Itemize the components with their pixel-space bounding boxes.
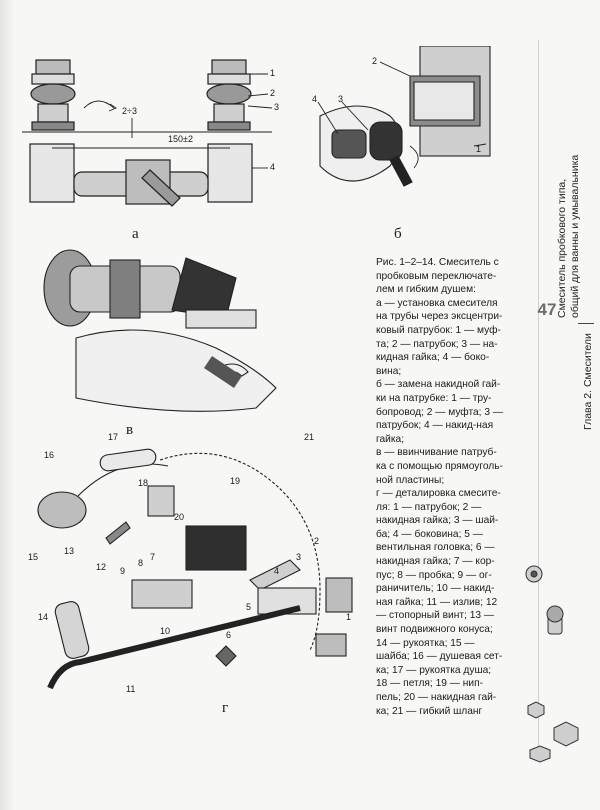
callout-g-1: 1 xyxy=(346,612,352,622)
callout-g-10: 10 xyxy=(160,626,171,636)
callout-b-3: 3 xyxy=(338,94,344,104)
figure-v-illustration xyxy=(36,238,301,418)
callout-g-18: 18 xyxy=(138,478,149,488)
figure-g-illustration: 21 17 16 19 18 20 7 2 3 15 13 12 9 8 4 1… xyxy=(20,430,365,710)
callout-g-20: 20 xyxy=(174,512,185,522)
callout-g-5: 5 xyxy=(246,602,252,612)
callout-g-15: 15 xyxy=(28,552,39,562)
callout-g-16: 16 xyxy=(44,450,55,460)
dimension-spacing: 150±2 xyxy=(168,134,193,144)
callout-4: 4 xyxy=(270,162,276,172)
dimension-offset: 2÷3 xyxy=(122,106,137,116)
figure-label-v: в xyxy=(126,422,134,438)
callout-g-11: 11 xyxy=(126,684,136,694)
running-head-chapter: Глава 2. Смесители xyxy=(582,333,594,430)
callout-g-14: 14 xyxy=(38,612,49,622)
callout-1: 1 xyxy=(270,68,276,78)
callout-g-21: 21 xyxy=(304,432,315,442)
callout-b-4: 4 xyxy=(312,94,318,104)
decorative-fittings xyxy=(522,560,592,790)
callout-g-3: 3 xyxy=(296,552,302,562)
callout-g-17: 17 xyxy=(108,432,119,442)
caption-body: а — установка смесителя на трубы через э… xyxy=(376,297,504,717)
running-head-section: Смеситель пробкового типа, общий для ван… xyxy=(556,154,581,318)
running-head: Глава 2. Смесители Смеситель пробкового … xyxy=(556,90,598,430)
figure-label-b: б xyxy=(394,226,402,242)
callout-g-2: 2 xyxy=(314,536,320,546)
callout-3: 3 xyxy=(274,102,280,112)
figure-b-illustration: 2 4 3 1 xyxy=(290,46,505,221)
figure-a-illustration: 2÷3 150±2 1 2 3 4 xyxy=(22,48,292,218)
callout-g-12: 12 xyxy=(96,562,107,572)
figure-caption: Рис. 1–2–14. Смеситель с пробковым перек… xyxy=(376,256,504,718)
page-number: 47 xyxy=(537,300,557,319)
callout-g-9: 9 xyxy=(120,566,126,576)
callout-g-6: 6 xyxy=(226,630,232,640)
callout-g-7a: 7 xyxy=(150,552,156,562)
figure-label-a: а xyxy=(132,226,139,242)
caption-title: Рис. 1–2–14. Смеситель с пробковым перек… xyxy=(376,257,499,296)
callout-2: 2 xyxy=(270,88,276,98)
page-gutter-shadow xyxy=(0,0,14,810)
callout-b-1: 1 xyxy=(476,144,482,154)
callout-g-13: 13 xyxy=(64,546,75,556)
callout-g-4: 4 xyxy=(274,566,280,576)
callout-g-19: 19 xyxy=(230,476,241,486)
callout-g-8: 8 xyxy=(138,558,144,568)
running-head-separator xyxy=(578,323,594,324)
margin-divider xyxy=(538,40,539,750)
figure-label-g: г xyxy=(222,700,229,716)
callout-b-2: 2 xyxy=(372,56,378,66)
